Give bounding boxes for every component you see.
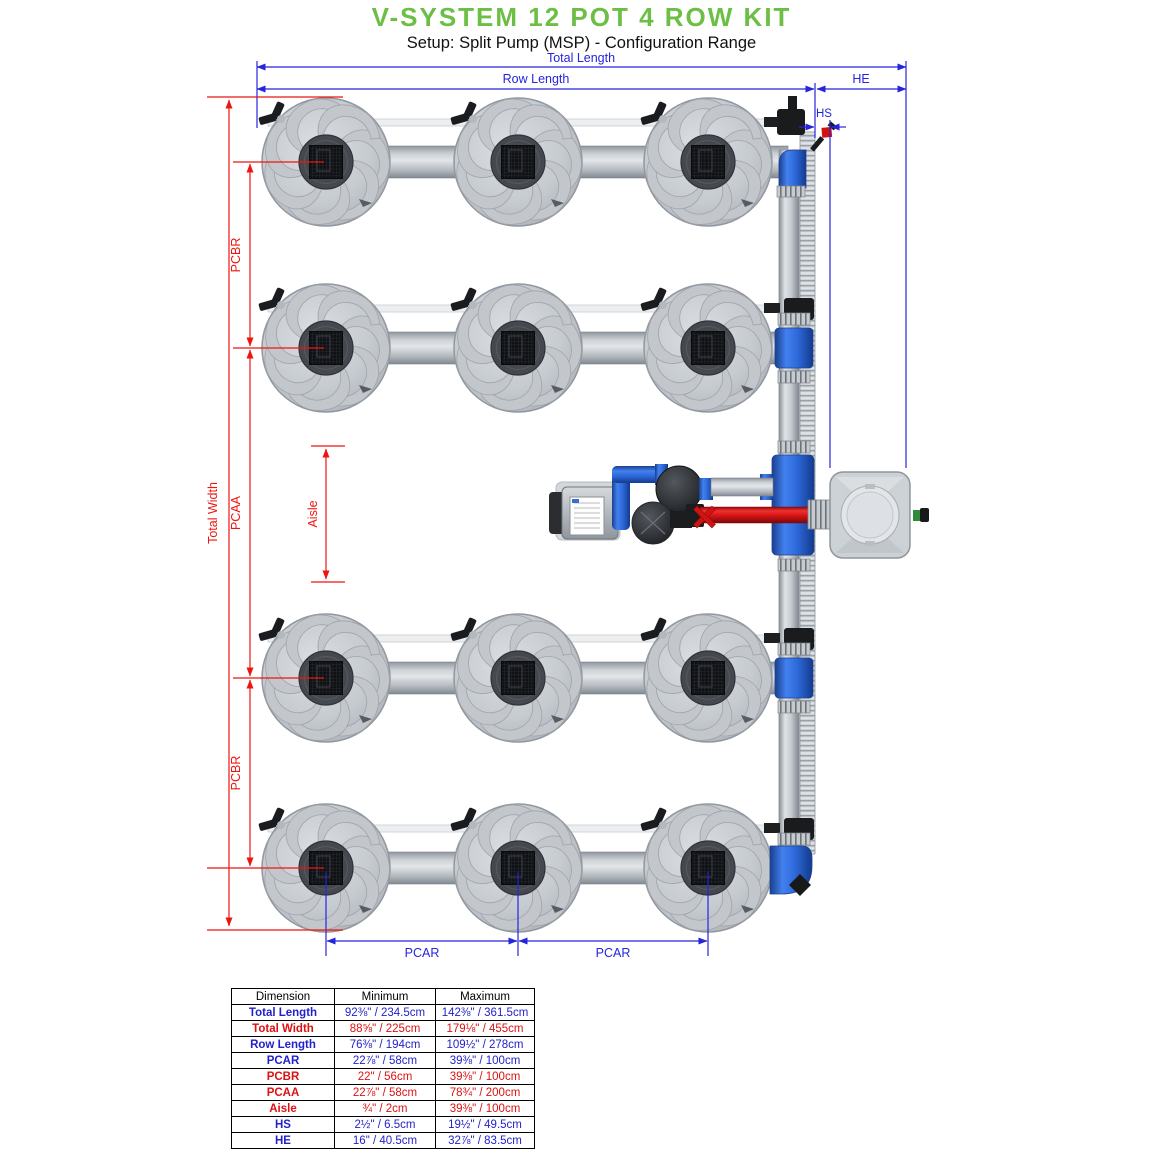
clamp xyxy=(777,642,811,656)
drip-nub-row-3 xyxy=(764,633,780,643)
row-label: Aisle xyxy=(231,1100,335,1117)
elbow-row-1 xyxy=(778,149,807,189)
row-min: 16" / 40.5cm xyxy=(334,1132,436,1149)
dimensions-blue: Total Length Row Length HE HS PCAR PCAR xyxy=(256,51,907,960)
row-label: Row Length xyxy=(231,1036,335,1053)
table-header-maximum: Maximum xyxy=(435,988,535,1005)
row-label: HS xyxy=(231,1116,335,1133)
row-min: 22⅞" / 58cm xyxy=(334,1052,436,1069)
pot xyxy=(637,608,773,747)
row-max: 39⅜" / 100cm xyxy=(435,1052,535,1069)
row-max: 19½" / 49.5cm xyxy=(435,1116,535,1133)
pot xyxy=(637,278,773,417)
tank-drain-fitting xyxy=(913,510,921,521)
pressure-line xyxy=(686,499,836,530)
table-row: Total Length 92⅜" / 234.5cm 142⅜" / 361.… xyxy=(231,1004,535,1021)
dim-pcbr-bottom-label: PCBR xyxy=(229,756,243,791)
row-label: Total Width xyxy=(231,1020,335,1037)
drip-nub-row-2 xyxy=(764,303,780,313)
dim-row-length-label: Row Length xyxy=(503,72,570,86)
dim-hs-label: HS xyxy=(816,108,832,120)
clamp xyxy=(777,832,811,846)
tank-drain-cap xyxy=(920,508,929,522)
pot xyxy=(447,278,583,417)
row-max: 78¾" / 200cm xyxy=(435,1084,535,1101)
row-label: HE xyxy=(231,1132,335,1149)
row-max: 179⅛" / 455cm xyxy=(435,1020,535,1037)
elbow-cap-icon xyxy=(789,874,811,896)
row-label: PCAA xyxy=(231,1084,335,1101)
clamp xyxy=(777,558,811,572)
dim-total-length-label: Total Length xyxy=(547,51,615,65)
pump-label xyxy=(569,496,605,536)
header: V-SYSTEM 12 POT 4 ROW KIT Setup: Split P… xyxy=(0,0,1163,53)
row-max: 32⅞" / 83.5cm xyxy=(435,1132,535,1149)
row-min: 88⅝" / 225cm xyxy=(334,1020,436,1037)
pot xyxy=(447,92,583,231)
dim-pcar-left-label: PCAR xyxy=(405,946,440,960)
row-min: 22⅞" / 58cm xyxy=(334,1084,436,1101)
row-max: 39⅜" / 100cm xyxy=(435,1068,535,1085)
table-row: HE 16" / 40.5cm 32⅞" / 83.5cm xyxy=(231,1132,535,1149)
table-header-minimum: Minimum xyxy=(334,988,436,1005)
table-row: Aisle ¾" / 2cm 39⅜" / 100cm xyxy=(231,1100,535,1117)
clamp xyxy=(777,440,811,454)
diagram-canvas: Total Length Row Length HE HS PCAR PCAR xyxy=(206,51,929,960)
row-min: ¾" / 2cm xyxy=(334,1100,436,1117)
dimensions-red: Total Width PCBR PCAA PCBR Aisle xyxy=(206,96,345,931)
drip-nub-row-1 xyxy=(764,117,779,127)
volute-detail xyxy=(640,511,666,535)
dim-he-label: HE xyxy=(852,72,869,86)
pot xyxy=(637,798,773,937)
table-row: PCAR 22⅞" / 58cm 39⅜" / 100cm xyxy=(231,1052,535,1069)
pump-top-pipe xyxy=(612,466,660,483)
table-row: HS 2½" / 6.5cm 19½" / 49.5cm xyxy=(231,1116,535,1133)
row-label: PCBR xyxy=(231,1068,335,1085)
row-max: 109½" / 278cm xyxy=(435,1036,535,1053)
dim-pcar-right-label: PCAR xyxy=(596,946,631,960)
clamp xyxy=(777,370,811,384)
motor-cap xyxy=(549,492,565,534)
dim-pcbr-top-label: PCBR xyxy=(229,238,243,273)
row-min: 2½" / 6.5cm xyxy=(334,1116,436,1133)
table-row: Row Length 76⅜" / 194cm 109½" / 278cm xyxy=(231,1036,535,1053)
page-title: V-SYSTEM 12 POT 4 ROW KIT xyxy=(371,2,792,32)
table-header-dimension: Dimension xyxy=(231,988,335,1005)
dim-aisle-label: Aisle xyxy=(306,500,320,527)
junction-row-2 xyxy=(774,327,814,369)
row-label: PCAR xyxy=(231,1052,335,1069)
row-label: Total Length xyxy=(231,1004,335,1021)
row-min: 22" / 56cm xyxy=(334,1068,436,1085)
pot xyxy=(447,608,583,747)
filter-coupler xyxy=(699,478,713,500)
row-min: 92⅜" / 234.5cm xyxy=(334,1004,436,1021)
drip-nub-row-4 xyxy=(764,823,780,833)
pot xyxy=(447,798,583,937)
clamp xyxy=(777,312,811,326)
suction-pipe xyxy=(710,477,774,497)
reservoir-tank xyxy=(829,471,929,559)
page-subtitle: Setup: Split Pump (MSP) - Configuration … xyxy=(406,34,757,52)
table-row: Total Width 88⅝" / 225cm 179⅛" / 455cm xyxy=(231,1020,535,1037)
dimension-table: Dimension Minimum Maximum Total Length 9… xyxy=(231,988,535,1149)
pressure-pipe xyxy=(699,506,813,524)
clamp xyxy=(776,185,806,198)
pump-assembly xyxy=(549,464,774,545)
dim-total-width-label: Total Width xyxy=(206,482,220,544)
clamp xyxy=(777,700,811,714)
row-max: 142⅜" / 361.5cm xyxy=(435,1004,535,1021)
row-max: 39⅜" / 100cm xyxy=(435,1100,535,1117)
junction-row-3 xyxy=(774,657,814,699)
dim-pcaa-label: PCAA xyxy=(229,495,243,530)
tee-stub-icon xyxy=(788,96,797,112)
table-row: PCBR 22" / 56cm 39⅜" / 100cm xyxy=(231,1068,535,1085)
table-row: PCAA 22⅞" / 58cm 78¾" / 200cm xyxy=(231,1084,535,1101)
shutoff-valve-icon xyxy=(693,505,716,529)
tee-fitting-row-1 xyxy=(777,109,805,135)
table-header-row: Dimension Minimum Maximum xyxy=(231,988,535,1005)
pot xyxy=(637,92,773,231)
row-min: 76⅜" / 194cm xyxy=(334,1036,436,1053)
manifold xyxy=(760,96,837,896)
